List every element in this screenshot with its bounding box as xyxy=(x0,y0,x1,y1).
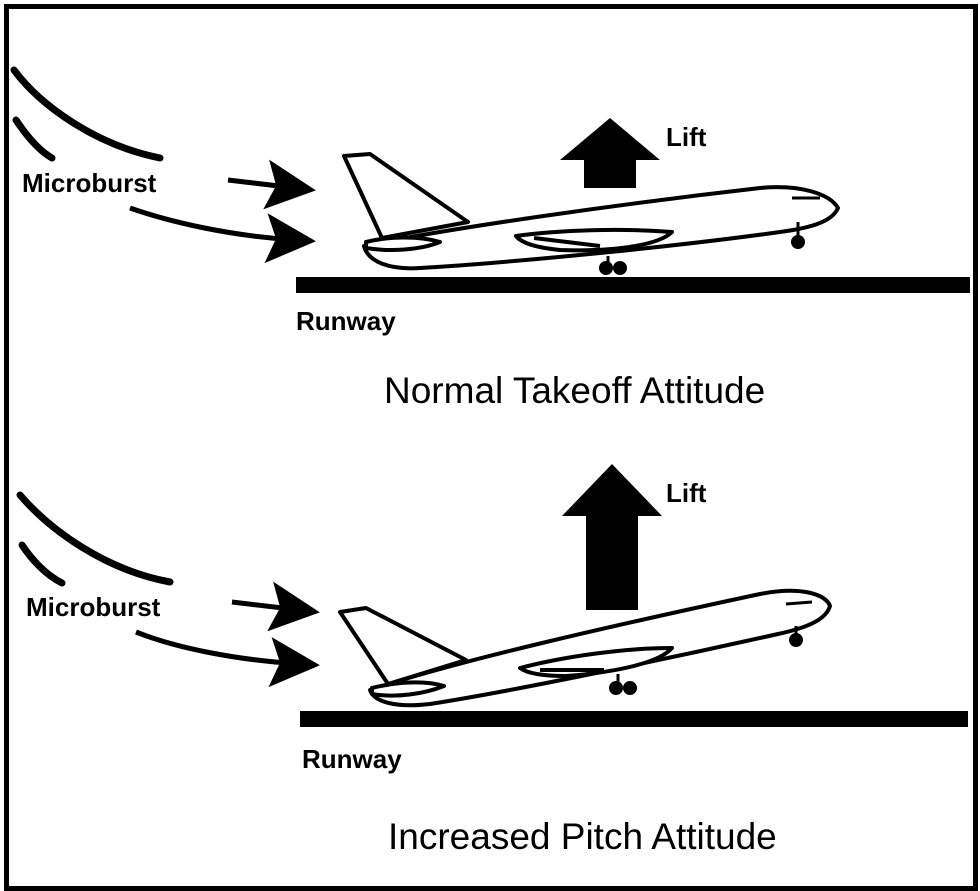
main-wheel xyxy=(599,261,613,275)
runway-label: Runway xyxy=(296,306,396,336)
airplane-fuselage xyxy=(362,185,840,271)
caption-increased-pitch: Increased Pitch Attitude xyxy=(388,816,777,857)
lift-arrow xyxy=(562,464,662,610)
lift-label: Lift xyxy=(666,478,707,508)
nose-wheel xyxy=(789,633,803,647)
airplane-tail-fin xyxy=(342,152,470,240)
airplane-pitched xyxy=(338,588,832,708)
panel-increased-pitch xyxy=(16,464,968,727)
runway-bar xyxy=(300,711,968,727)
caption-normal-takeoff: Normal Takeoff Attitude xyxy=(384,370,766,411)
microburst-label: Microburst xyxy=(26,592,161,622)
lift-arrow xyxy=(560,118,660,188)
main-wheel xyxy=(623,681,637,695)
wind-streamline xyxy=(18,541,66,587)
airplane-stabilizer xyxy=(370,680,446,698)
airplane-normal xyxy=(342,152,840,275)
panel-normal-takeoff xyxy=(10,66,970,293)
runway-label: Runway xyxy=(302,744,402,774)
runway-bar xyxy=(296,277,970,293)
main-wheel xyxy=(609,681,623,695)
main-wheel xyxy=(613,261,627,275)
wind-streamline xyxy=(10,66,164,162)
microburst-arrow xyxy=(135,629,320,688)
microburst-arrow xyxy=(231,581,320,632)
wind-streamline xyxy=(12,116,56,162)
airplane-tail-fin xyxy=(338,606,468,686)
wind-streamline xyxy=(16,491,174,586)
microburst-label: Microburst xyxy=(22,168,157,198)
lift-label: Lift xyxy=(666,122,707,152)
airplane-fuselage xyxy=(368,588,832,708)
airplane-wing xyxy=(514,227,674,253)
microburst-arrow xyxy=(227,159,316,210)
airplane-stabilizer xyxy=(364,235,442,252)
diagram-frame xyxy=(4,4,978,891)
nose-wheel xyxy=(791,235,805,249)
microburst-arrow xyxy=(129,205,316,264)
